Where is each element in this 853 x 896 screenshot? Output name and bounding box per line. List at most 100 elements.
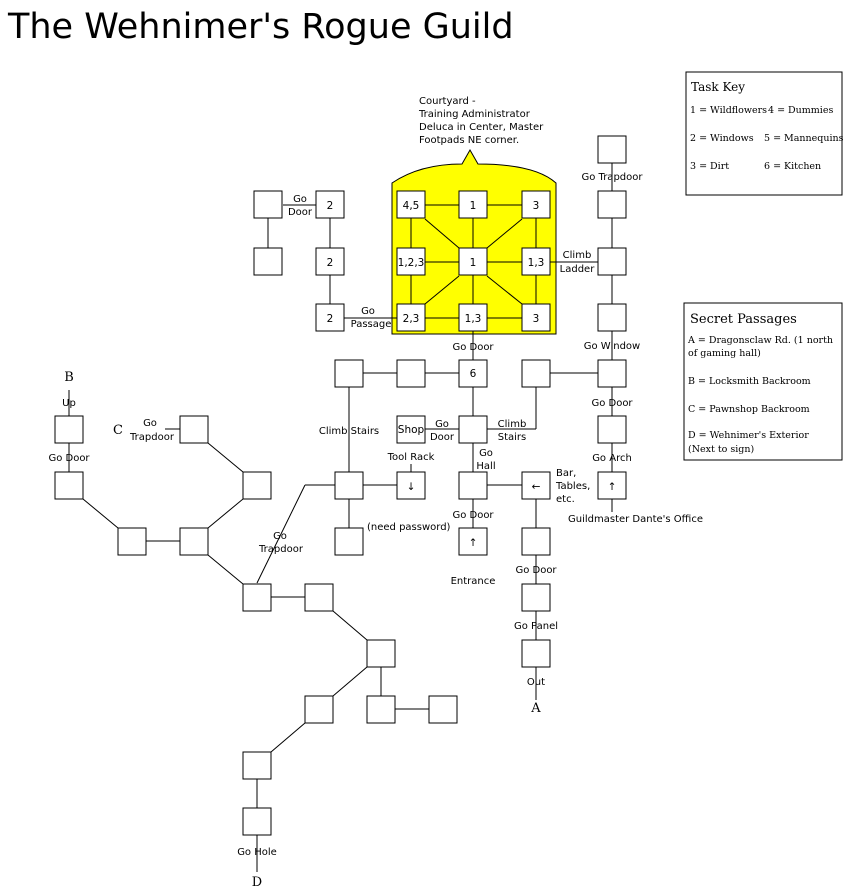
room-bar bbox=[521, 471, 551, 500]
room-nw-2 bbox=[253, 247, 283, 276]
room-label: 3 bbox=[533, 200, 540, 212]
passage-letter: A bbox=[530, 701, 541, 716]
room-password bbox=[334, 527, 364, 556]
room-2a bbox=[315, 190, 345, 219]
task-key: Task Key 1 = Wildflowers 4 = Dummies 2 =… bbox=[685, 71, 844, 196]
task-key-item: 6 = Kitchen bbox=[764, 161, 821, 172]
room-c3bot bbox=[521, 303, 551, 332]
arrow-up-icon: ↑ bbox=[608, 481, 617, 493]
path-label: Tool Rack bbox=[387, 452, 435, 463]
room-label: 2 bbox=[327, 313, 334, 325]
path-label: Go Window bbox=[584, 341, 640, 352]
room-ne-top bbox=[597, 135, 627, 164]
room-ne-ladder bbox=[597, 247, 627, 276]
room-label: 2,3 bbox=[403, 313, 420, 325]
room-label: 1,3 bbox=[465, 313, 482, 325]
path-label: Passage bbox=[351, 319, 392, 330]
room-c123 bbox=[396, 247, 426, 276]
room-c13mid bbox=[521, 247, 551, 276]
path-label: Bar, bbox=[556, 468, 576, 479]
task-key-heading: Task Key bbox=[691, 80, 745, 94]
room-c23 bbox=[396, 303, 426, 332]
room-label: Shop bbox=[398, 424, 425, 436]
room-sw-8 bbox=[428, 695, 458, 724]
room-stairs bbox=[458, 415, 488, 444]
room-a-2 bbox=[521, 583, 551, 612]
room-ne-2 bbox=[597, 190, 627, 219]
room-label: 4,5 bbox=[403, 200, 420, 212]
path-label: Go Door bbox=[452, 342, 494, 353]
room-2c bbox=[315, 303, 345, 332]
room-d-1 bbox=[242, 751, 272, 780]
path-label: Go Door bbox=[515, 565, 557, 576]
path-label: Trapdoor bbox=[129, 432, 175, 443]
task-key-item: 3 = Dirt bbox=[690, 161, 729, 172]
secret-passage-item: D = Wehnimer's Exterior bbox=[688, 430, 809, 441]
passage-letter: C bbox=[113, 423, 123, 438]
room-nw-1 bbox=[253, 190, 283, 219]
secret-passage-item: B = Locksmith Backroom bbox=[688, 376, 811, 387]
room-e-mid bbox=[521, 359, 551, 388]
courtyard-area bbox=[391, 148, 557, 335]
room-c-1 bbox=[179, 415, 209, 444]
secret-passages-heading: Secret Passages bbox=[690, 312, 797, 327]
path-label: Up bbox=[62, 398, 76, 409]
room-c3top bbox=[521, 190, 551, 219]
room-c45 bbox=[396, 190, 426, 219]
room-hall bbox=[458, 471, 488, 500]
path-label: Go bbox=[479, 448, 493, 459]
path-label: Go bbox=[293, 194, 307, 205]
room-b-2 bbox=[54, 471, 84, 500]
arrow-up-icon: ↑ bbox=[469, 537, 478, 549]
room-label: 1 bbox=[470, 200, 477, 212]
secret-passage-item: A = Dragonsclaw Rd. (1 north bbox=[687, 335, 833, 346]
room-toolrack bbox=[396, 471, 426, 500]
path-label: Go Door bbox=[591, 398, 633, 409]
room-label: 2 bbox=[327, 257, 334, 269]
task-key-item: 1 = Wildflowers bbox=[690, 105, 767, 116]
path-label: (need password) bbox=[367, 522, 451, 533]
secret-passage-item: C = Pawnshop Backroom bbox=[688, 404, 810, 415]
room-ne-4 bbox=[597, 303, 627, 332]
room-sw-5 bbox=[366, 639, 396, 668]
path-label: Climb Stairs bbox=[319, 426, 379, 437]
room-sw-6 bbox=[304, 695, 334, 724]
path-label: etc. bbox=[556, 494, 575, 505]
path-label: Guildmaster Dante's Office bbox=[568, 514, 703, 525]
room-c-mid bbox=[396, 359, 426, 388]
room-c1mid bbox=[458, 247, 488, 276]
room-ne-window bbox=[597, 359, 627, 388]
room-label: 1 bbox=[470, 257, 477, 269]
arrow-down-icon: ↓ bbox=[407, 481, 416, 493]
path-label: Go Trapdoor bbox=[582, 172, 644, 183]
path-label: Stairs bbox=[498, 432, 527, 443]
path-label: Go bbox=[273, 531, 287, 542]
room-stairs-w bbox=[334, 471, 364, 500]
path-labels: Go Door Go Passage Climb Ladder Go Trapd… bbox=[48, 172, 703, 890]
path-label: Door bbox=[430, 432, 455, 443]
task-key-item: 4 = Dummies bbox=[768, 105, 833, 116]
path-label: Go Door bbox=[48, 453, 90, 464]
rooms bbox=[54, 135, 627, 836]
path-label: Go Door bbox=[452, 510, 494, 521]
path-label: Out bbox=[527, 677, 545, 688]
room-ne-6 bbox=[597, 415, 627, 444]
secret-passage-item: of gaming hall) bbox=[688, 348, 761, 359]
path-label: Go bbox=[361, 306, 375, 317]
room-c13bot bbox=[458, 303, 488, 332]
path-label: Door bbox=[288, 207, 313, 218]
room-sw-1 bbox=[117, 527, 147, 556]
room-labels: 2 2 2 4,5 1 3 1,2,3 1 1,3 2,3 1,3 3 6 Sh… bbox=[327, 200, 617, 549]
path-label: Entrance bbox=[451, 576, 496, 587]
passage-letter: B bbox=[64, 370, 74, 385]
room-label: 1,3 bbox=[528, 257, 545, 269]
room-sw-2 bbox=[179, 527, 209, 556]
room-c-2 bbox=[242, 471, 272, 500]
room-entrance bbox=[458, 527, 488, 556]
room-a-1 bbox=[521, 527, 551, 556]
room-label: 3 bbox=[533, 313, 540, 325]
room-label: 1,2,3 bbox=[398, 257, 425, 269]
path-label: Ladder bbox=[560, 264, 596, 275]
path-label: Climb bbox=[498, 419, 527, 430]
